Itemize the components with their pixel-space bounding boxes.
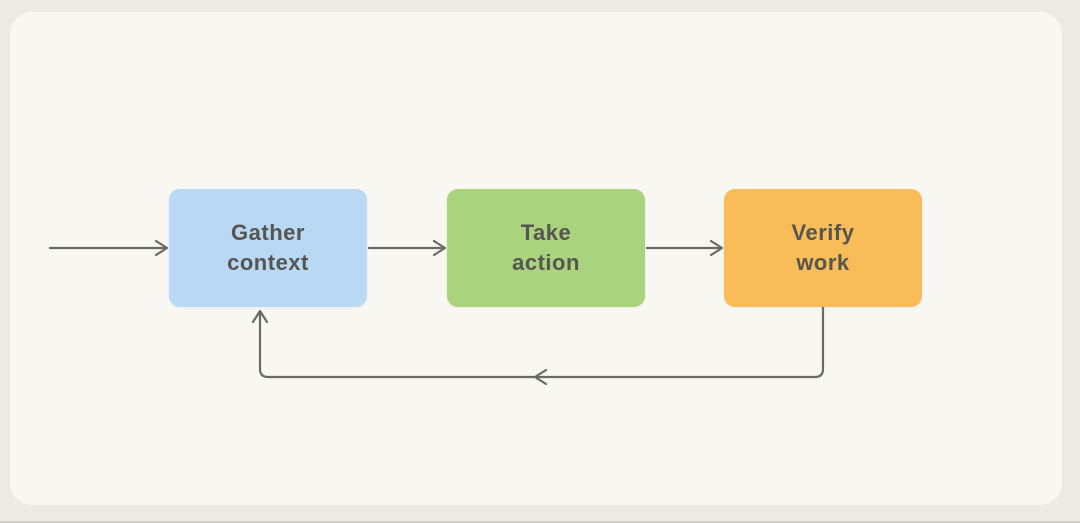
node-take-action-label: Take action xyxy=(512,220,580,275)
node-gather-context: Gather context xyxy=(169,189,367,307)
node-gather-context-label: Gather context xyxy=(227,220,309,275)
node-verify-work: Verify work xyxy=(724,189,922,307)
node-verify-work-label: Verify work xyxy=(791,220,855,275)
window-bottom-edge xyxy=(0,521,1080,523)
node-take-action: Take action xyxy=(447,189,645,307)
